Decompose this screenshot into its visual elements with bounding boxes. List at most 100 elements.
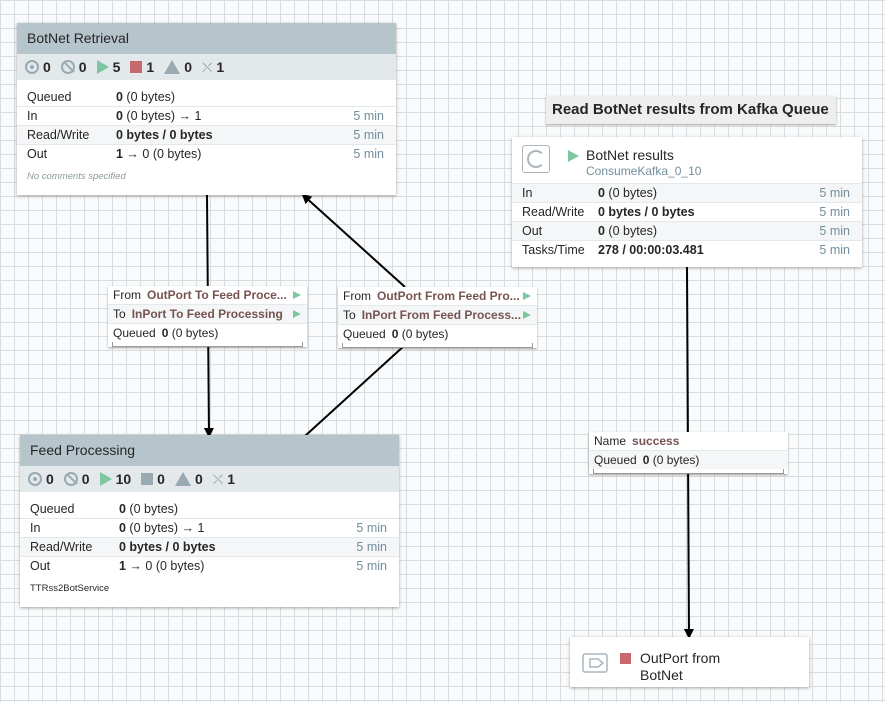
stat-value-rest: (0 bytes) bbox=[604, 224, 658, 238]
stat-label: Read/Write bbox=[522, 205, 585, 219]
transmitting-icon bbox=[25, 60, 39, 74]
stat-value-rest: → 0 (0 bytes) bbox=[122, 147, 202, 161]
connection-from-value: OutPort To Feed Proce... bbox=[147, 288, 287, 302]
connection-name-label: Name bbox=[594, 434, 627, 448]
stat-value-rest: (0 bytes) bbox=[122, 90, 176, 104]
output-port-botnet[interactable]: OutPort from BotNet bbox=[570, 637, 809, 687]
output-port-name-line1: OutPort from bbox=[640, 650, 721, 666]
running-icon bbox=[523, 311, 531, 319]
stat-value: 1 bbox=[116, 147, 123, 161]
processor-icon bbox=[522, 145, 550, 173]
not-transmitting-count: 0 bbox=[81, 471, 90, 487]
invalid-count: 0 bbox=[194, 471, 203, 487]
not-transmitting-icon bbox=[60, 60, 75, 74]
process-group-title: BotNet Retrieval bbox=[17, 23, 396, 54]
stat-value: 0 bytes / 0 bytes bbox=[119, 540, 216, 554]
invalid-count: 0 bbox=[184, 59, 192, 75]
connection-queued-rest: (0 bytes) bbox=[168, 326, 219, 340]
stat-value: 0 bbox=[119, 502, 126, 516]
stat-time: 5 min bbox=[819, 243, 850, 257]
running-icon bbox=[99, 472, 112, 486]
stat-label: Read/Write bbox=[30, 540, 93, 554]
connection-queued-row: Queued 0 (0 bytes) bbox=[589, 451, 788, 469]
not-transmitting-count: 0 bbox=[78, 59, 87, 75]
stat-value: 1 bbox=[119, 559, 126, 573]
connection-to-value: InPort To Feed Processing bbox=[131, 307, 283, 321]
running-count: 10 bbox=[115, 471, 132, 487]
stat-label: Queued bbox=[30, 502, 75, 516]
stat-label: Out bbox=[522, 224, 543, 238]
connection-queued-label: Queued bbox=[113, 326, 156, 340]
process-group-stats: 0 0 5 1 0 ⛌1 bbox=[17, 54, 396, 80]
stat-value: 0 bbox=[598, 224, 605, 238]
processor-botnet-results[interactable]: BotNet results ConsumeKafka_0_10 In 0 (0 … bbox=[512, 137, 862, 267]
queue-progress-bar bbox=[593, 469, 784, 474]
output-port-name: OutPort from BotNet bbox=[640, 650, 750, 684]
stat-time: 5 min bbox=[819, 224, 850, 238]
processor-header: BotNet results ConsumeKafka_0_10 bbox=[512, 137, 862, 183]
stat-time: 5 min bbox=[819, 186, 850, 200]
stopped-count: 1 bbox=[146, 59, 155, 75]
process-group-comment: TTRss2BotService bbox=[30, 583, 110, 594]
connection-queued-label: Queued bbox=[594, 453, 637, 467]
canvas-label[interactable]: Read BotNet results from Kafka Queue bbox=[546, 96, 836, 124]
stat-time: 5 min bbox=[356, 521, 387, 535]
connection-queued-rest: (0 bytes) bbox=[398, 327, 449, 341]
stat-label: Queued bbox=[27, 90, 72, 104]
output-port-icon bbox=[582, 653, 608, 673]
stat-row-out: Out 0 (0 bytes) 5 min bbox=[512, 222, 862, 241]
process-group-stats: 0 0 10 0 0 ⛌1 bbox=[20, 466, 399, 492]
stat-row-read-write: Read/Write 0 bytes / 0 bytes 5 min bbox=[17, 126, 396, 145]
connection-queued-rest: (0 bytes) bbox=[649, 453, 700, 467]
connection-from-label: From bbox=[113, 288, 141, 302]
stat-value-rest: → 0 (0 bytes) bbox=[125, 559, 205, 573]
connection-to-value: InPort From Feed Process... bbox=[361, 308, 522, 322]
process-group-title: Feed Processing bbox=[20, 435, 399, 466]
transmitting-icon bbox=[28, 472, 42, 486]
stat-label: In bbox=[522, 186, 533, 200]
output-port-name-line2: BotNet bbox=[640, 667, 683, 683]
stat-label: Read/Write bbox=[27, 128, 90, 142]
running-icon bbox=[293, 310, 301, 318]
disabled-count: 1 bbox=[227, 471, 235, 487]
running-icon bbox=[568, 150, 579, 162]
process-group-botnet-retrieval[interactable]: BotNet Retrieval 0 0 5 1 0 ⛌ 1 Queued 0 (0… bbox=[17, 23, 396, 195]
connection-to-label: To bbox=[343, 308, 356, 322]
connection-label-success[interactable]: Name success Queued 0 (0 bytes) bbox=[589, 432, 788, 474]
stopped-icon bbox=[130, 61, 143, 73]
running-count: 5 bbox=[112, 59, 121, 75]
connection-line-processing-to-retrieval bbox=[304, 344, 406, 437]
stat-value: 0 bytes / 0 bytes bbox=[116, 128, 213, 142]
stat-value: 0 bbox=[116, 109, 123, 123]
stat-value: 0 bbox=[598, 186, 605, 200]
stat-value: 0 bbox=[116, 90, 123, 104]
disabled-icon: ⛌ bbox=[201, 59, 213, 75]
connection-line-processing-to-retrieval-upper bbox=[301, 193, 406, 288]
connection-name-value: success bbox=[632, 434, 680, 448]
stat-time: 5 min bbox=[353, 128, 384, 142]
stat-label: In bbox=[30, 521, 41, 535]
stat-label: Out bbox=[30, 559, 51, 573]
stat-time: 5 min bbox=[819, 205, 850, 219]
queue-progress-bar bbox=[342, 343, 533, 348]
stat-value: 278 / 00:00:03.481 bbox=[598, 243, 704, 257]
connection-queued-value: 0 bbox=[642, 453, 650, 467]
running-icon bbox=[96, 60, 109, 74]
stat-time: 5 min bbox=[353, 109, 384, 123]
disabled-icon: ⛌ bbox=[212, 471, 224, 487]
connection-from-row: From OutPort To Feed Proce... bbox=[108, 286, 307, 305]
